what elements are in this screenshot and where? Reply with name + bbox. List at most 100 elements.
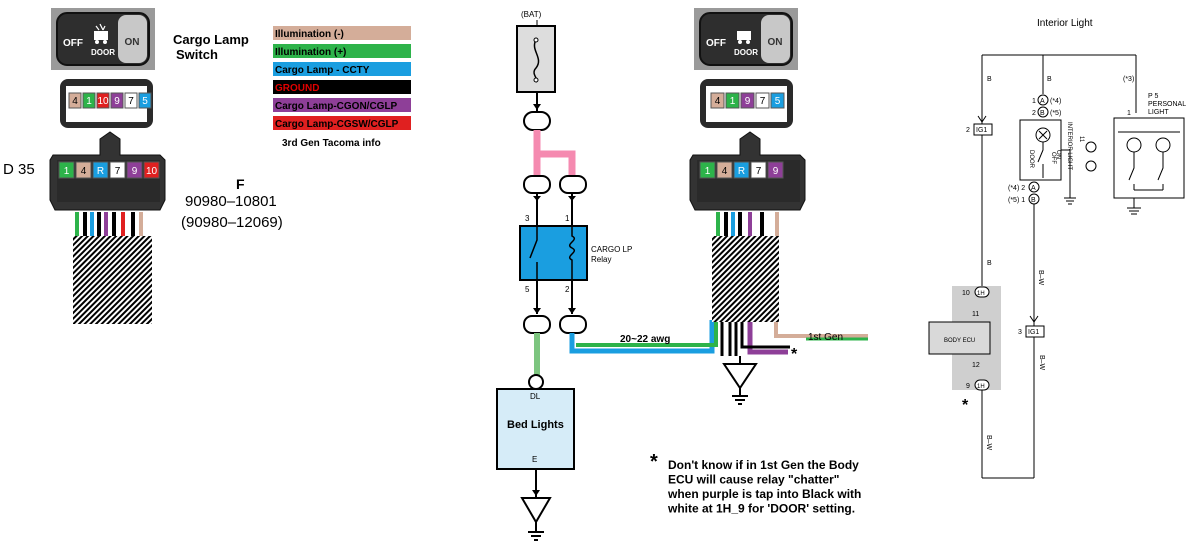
cbl-pin-1 (75, 161, 92, 179)
legend-footer: 3rd Gen Tacoma info (282, 138, 381, 149)
ctl-pin-label-4: 7 (128, 96, 134, 107)
ctr-pin-3 (755, 92, 770, 109)
legend-swatch-5 (273, 116, 411, 130)
conn-1h-bot: 1H (977, 384, 985, 390)
side-symbol-label: 11 (1078, 136, 1084, 143)
cbr-pin-label-0: 1 (705, 166, 711, 177)
door-position-label: DOOR (1028, 150, 1034, 169)
cbr-pin-label-2: R (738, 166, 745, 177)
relay-pin-2: 2 (565, 285, 570, 294)
conn-1h-bot-pin: 9 (966, 383, 970, 390)
note-5b: (*5) 1 (1008, 197, 1025, 204)
ctr-pin-0 (710, 92, 725, 109)
interior-title: Interior Light (1037, 18, 1093, 29)
ctl-pin-4 (124, 92, 138, 109)
footnote-line-1: ECU will cause relay "chatter" (668, 473, 839, 487)
part-number-2: (90980–12069) (181, 214, 283, 231)
cargo-lamp-switch-right: OFF DOOR ON (694, 8, 798, 70)
part-letter: F (236, 176, 245, 192)
personal-light-box (1113, 117, 1185, 199)
legend-swatch-3 (273, 80, 411, 94)
switch-right-door-label: DOOR (734, 48, 758, 57)
ig1-top-pin: 2 (966, 127, 970, 134)
cbl-pin-0 (58, 161, 75, 179)
conn-11: 11 (972, 311, 979, 318)
ctl-pin-label-1: 1 (86, 96, 92, 107)
wire-color-legend: Illumination (-)Illumination (+)Cargo La… (273, 26, 411, 130)
note-4: (*4) (1050, 98, 1061, 105)
legend-swatch-1 (273, 44, 411, 58)
wire-b-4: B (987, 260, 992, 267)
legend-label-2: Cargo Lamp - CCTY (275, 65, 370, 76)
conn-1h-top-pin: 10 (962, 290, 970, 297)
cbl-pin-label-4: 9 (132, 166, 138, 177)
cargo-lp-relay (519, 225, 588, 281)
interior-light-diagram: Interior Light B B (*3) IG1 2 * A B 1 2 … (928, 18, 1186, 479)
switch-on-label: ON (125, 37, 140, 48)
legend-label-4: Cargo Lamp-CGON/CGLP (275, 101, 398, 112)
cbr-pin-4 (767, 161, 784, 179)
ctl-pin-5 (138, 92, 152, 109)
legend-label-0: Illumination (-) (275, 29, 344, 40)
ctr-pin-label-2: 9 (745, 96, 751, 107)
ig1-top-label: IG1 (976, 127, 987, 134)
relay-pin-5: 5 (525, 285, 530, 294)
cbl-pin-3 (109, 161, 126, 179)
ctr-pin-1 (725, 92, 740, 109)
first-gen-label: 1st Gen (808, 332, 843, 343)
interior-asterisk: * (962, 397, 969, 414)
body-ecu-box (928, 321, 991, 355)
cbl-pin-label-5: 10 (146, 166, 158, 177)
cbr-pin-0 (699, 161, 716, 179)
ctl-pin-2 (96, 92, 110, 109)
ig1-bot-label: IG1 (1028, 329, 1039, 336)
truck-light-icon (737, 31, 751, 44)
ctl-pin-label-2: 10 (97, 96, 109, 107)
wire-b-3: (*3) (1123, 76, 1134, 83)
ig1-top (973, 123, 993, 136)
note-5: (*5) (1050, 110, 1061, 117)
bed-ground-symbol (520, 497, 552, 524)
switch-title-line2: Switch (176, 47, 218, 62)
pin-a-top: A (1040, 98, 1045, 105)
switch-door-label: DOOR (91, 48, 115, 57)
cbr-pin-label-1: 4 (722, 166, 728, 177)
legend-swatch-2 (273, 62, 411, 76)
ctr-pin-label-0: 4 (715, 96, 721, 107)
off-position-label: OFF (1050, 152, 1056, 164)
cbr-pin-label-4: 9 (773, 166, 779, 177)
ctl-pin-1 (82, 92, 96, 109)
pin-b-top: B (1040, 110, 1045, 117)
legend-label-5: Cargo Lamp-CGSW/CGLP (275, 119, 399, 130)
note-4b: (*4) 2 (1008, 185, 1025, 192)
cbl-pin-5 (143, 161, 160, 179)
ctr-pin-4 (770, 92, 785, 109)
ctr-pin-label-3: 7 (760, 96, 766, 107)
connector-id-label: D 35 (3, 161, 35, 178)
switch-right-on-label: ON (768, 37, 783, 48)
wire-bw-3: B–W (985, 435, 992, 451)
ctl-pin-label-5: 5 (142, 96, 148, 107)
switch-off-label: OFF (63, 38, 83, 49)
ctr-pin-label-4: 5 (775, 96, 781, 107)
ctr-pin-label-1: 1 (730, 96, 736, 107)
cbl-pin-label-1: 4 (81, 166, 87, 177)
cbr-pin-1 (716, 161, 733, 179)
relay-top-terminal (523, 111, 551, 131)
wire-bundle-left (73, 212, 152, 324)
wire-b-2: B (1047, 76, 1052, 83)
pin-1-top: 1 (1032, 98, 1036, 105)
cbr-pin-2 (733, 161, 750, 179)
ctl-pin-label-0: 4 (72, 96, 78, 107)
ctl-pin-label-3: 9 (114, 96, 120, 107)
cbr-pin-label-3: 7 (756, 166, 762, 177)
legend-swatch-4 (273, 98, 411, 112)
